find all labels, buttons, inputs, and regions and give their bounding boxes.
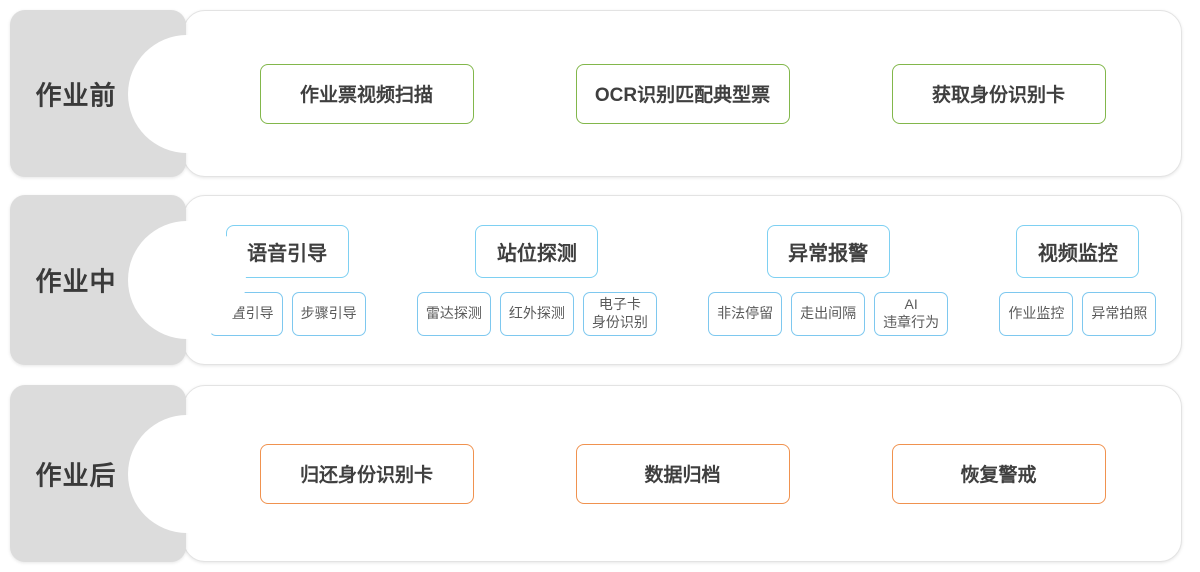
sub-node-line-2: 违章行为 [883,313,940,330]
sub-node-list-abnormal-alarm: 非法停留 走出间隔 AI 违章行为 [708,291,949,336]
sub-node-list-video-monitoring: 作业监控 异常拍照 [999,291,1157,336]
sub-node-leaving-interval[interactable]: 走出间隔 [791,291,866,336]
sub-node-line-1: 走出间隔 [800,304,857,321]
node-group-video-monitoring: 视频监控 作业监控 异常拍照 [999,224,1157,336]
node-during-work-4[interactable]: 视频监控 [1016,224,1140,278]
sub-node-line-1: AI [904,296,918,312]
phase-label-panel-after-work: 作业后 [10,385,186,562]
node-before-work-1[interactable]: 作业票视频扫描 [259,63,474,124]
sub-node-line-1: 红外探测 [508,304,565,321]
phase-label-panel-before-work: 作业前 [10,10,186,177]
sub-node-illegal-stay[interactable]: 非法停留 [708,291,783,336]
sub-node-step-guidance[interactable]: 步骤引导 [291,291,366,336]
phase-row-before-work: 作业票视频扫描 OCR识别匹配典型票 获取身份识别卡 作业前 [0,10,1200,177]
phase-card-during-work [183,195,1182,365]
phase-row-after-work: 归还身份识别卡 数据归档 恢复警戒 作业后 [0,385,1200,562]
node-group-abnormal-alarm: 异常报警 非法停留 走出间隔 AI 违章行为 [708,224,949,336]
node-list-after-work: 归还身份识别卡 数据归档 恢复警戒 [183,385,1182,562]
node-before-work-2[interactable]: OCR识别匹配典型票 [575,63,790,124]
sub-node-line-2: 身份识别 [591,313,648,330]
node-after-work-3[interactable]: 恢复警戒 [891,443,1106,504]
sub-node-list-position-detection: 雷达探测 红外探测 电子卡 身份识别 [416,291,657,336]
node-group-position-detection: 站位探测 雷达探测 红外探测 电子卡 身份识别 [416,224,657,336]
node-during-work-3[interactable]: 异常报警 [766,224,890,278]
node-list-before-work: 作业票视频扫描 OCR识别匹配典型票 获取身份识别卡 [183,10,1182,177]
sub-node-abnormal-photo[interactable]: 异常拍照 [1082,291,1157,336]
sub-node-work-monitoring[interactable]: 作业监控 [999,291,1074,336]
phase-label-panel-during-work: 作业中 [10,195,186,365]
phase-label-before-work: 作业前 [35,80,117,110]
phase-row-during-work: 语音引导 位置引导 步骤引导 站位探测 雷达探测 [0,195,1200,365]
sub-node-ai-violation[interactable]: AI 违章行为 [874,291,949,336]
phase-label-after-work: 作业后 [35,460,117,490]
sub-node-line-1: 电子卡 [598,296,641,312]
node-before-work-3[interactable]: 获取身份识别卡 [891,63,1106,124]
sub-node-infrared-detection[interactable]: 红外探测 [499,291,574,336]
sub-node-line-1: 步骤引导 [300,304,357,321]
sub-node-radar-detection[interactable]: 雷达探测 [416,291,491,336]
node-after-work-1[interactable]: 归还身份识别卡 [259,443,474,504]
node-group-voice-guidance: 语音引导 位置引导 步骤引导 [208,224,366,336]
sub-node-line-1: 非法停留 [717,304,774,321]
sub-node-ecard-identity[interactable]: 电子卡 身份识别 [582,291,657,336]
sub-node-line-1: 异常拍照 [1091,304,1148,321]
node-after-work-2[interactable]: 数据归档 [575,443,790,504]
node-list-during-work: 语音引导 位置引导 步骤引导 站位探测 雷达探测 [183,195,1182,365]
sub-node-line-1: 雷达探测 [425,304,482,321]
node-during-work-1[interactable]: 语音引导 [225,224,349,278]
phase-label-during-work: 作业中 [35,266,117,297]
node-during-work-2[interactable]: 站位探测 [475,224,599,278]
sub-node-line-1: 作业监控 [1008,304,1065,321]
